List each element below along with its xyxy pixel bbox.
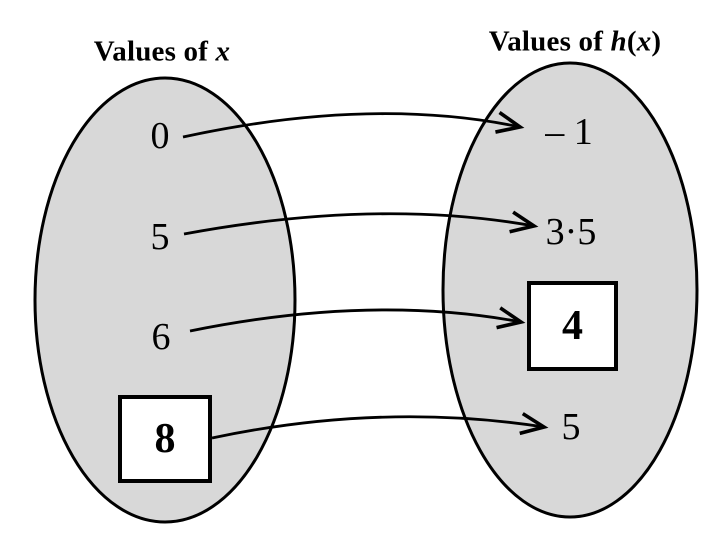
- right-title-text: Values of: [488, 25, 611, 58]
- right-boxed-value-4-text: 4: [562, 303, 583, 349]
- right-value-5: 5: [561, 406, 581, 448]
- arrow-8-to-5: [211, 412, 549, 440]
- left-title-text: Values of: [93, 35, 216, 68]
- left-boxed-value-8: 8: [118, 395, 212, 483]
- arrow-6-to-4: [189, 306, 526, 333]
- arrow-0-to-minus1: [182, 111, 525, 139]
- right-title-variable: x: [636, 25, 652, 58]
- left-set-ellipse: [33, 76, 297, 524]
- right-boxed-value-4: 4: [527, 281, 618, 371]
- right-title-rparen: ): [651, 25, 662, 58]
- left-value-0: 0: [150, 115, 170, 157]
- left-title-variable: x: [215, 35, 231, 68]
- right-set-title: Values of h(x): [489, 26, 662, 59]
- right-value-3point5: 3·5: [545, 211, 597, 253]
- right-value-minus1: – 1: [545, 111, 593, 153]
- arrow-5-to-3point5: [183, 210, 539, 236]
- left-value-6: 6: [151, 316, 171, 358]
- left-boxed-value-8-text: 8: [154, 416, 176, 462]
- left-value-5: 5: [150, 216, 170, 258]
- left-set-title: Values of x: [94, 36, 230, 69]
- right-title-function: h: [610, 25, 627, 58]
- right-title-lparen: (: [626, 25, 637, 58]
